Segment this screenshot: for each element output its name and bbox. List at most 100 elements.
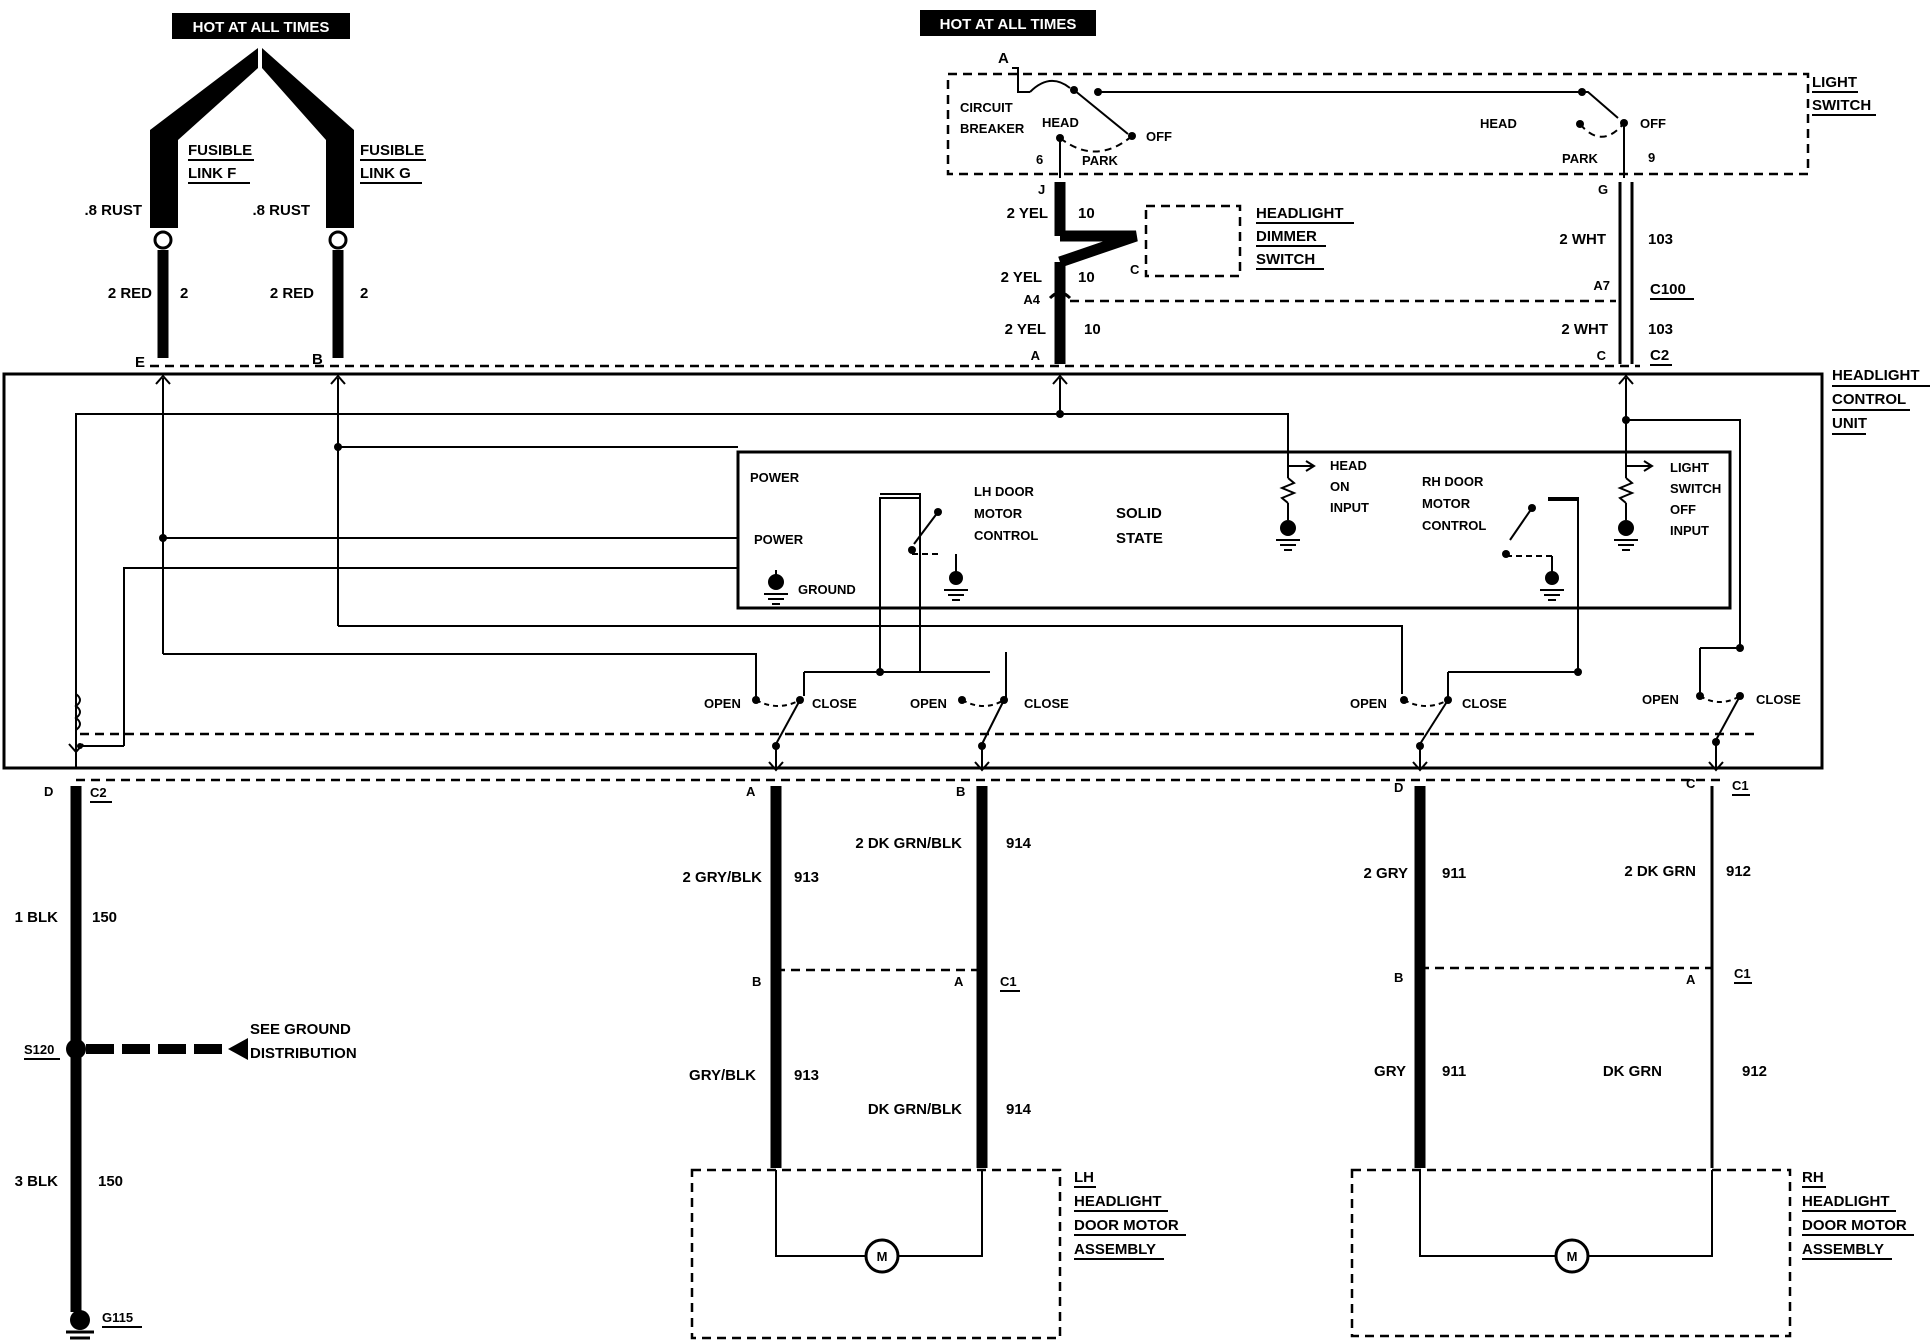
svg-text:SWITCH: SWITCH — [1670, 481, 1721, 496]
svg-text:1 BLK: 1 BLK — [15, 909, 59, 926]
ground-light-input-icon — [1618, 520, 1634, 536]
light-off-resistor — [1617, 477, 1635, 504]
svg-text:DIMMER: DIMMER — [1256, 228, 1317, 245]
svg-text:CLOSE: CLOSE — [1024, 696, 1069, 711]
svg-text:C: C — [1686, 776, 1696, 791]
power-label-1: POWER — [750, 470, 800, 485]
relay-2: OPEN CLOSE — [910, 696, 1069, 772]
svg-text:10: 10 — [1084, 321, 1101, 338]
ground-head-input-icon — [1280, 520, 1296, 536]
lh-motor-assembly-box — [690, 1168, 1062, 1340]
ground-lh-control-icon — [949, 571, 963, 585]
svg-text:103: 103 — [1648, 231, 1673, 248]
svg-text:G115: G115 — [102, 1310, 133, 1325]
svg-text:HEADLIGHT: HEADLIGHT — [1802, 1193, 1890, 1210]
svg-text:911: 911 — [1442, 1063, 1466, 1080]
svg-text:D: D — [1394, 780, 1403, 795]
head-left-label: HEAD — [1042, 115, 1079, 130]
svg-text:INPUT: INPUT — [1330, 500, 1369, 515]
svg-text:ASSEMBLY: ASSEMBLY — [1802, 1241, 1884, 1258]
svg-text:912: 912 — [1742, 1063, 1767, 1080]
wire-label-red-f: 2 RED — [108, 285, 152, 302]
svg-text:C: C — [1130, 262, 1140, 277]
rh-motor-assembly-title: RH — [1802, 1169, 1824, 1186]
ground-g115-icon — [70, 1310, 90, 1330]
terminal-a: A — [998, 50, 1009, 67]
svg-text:C1: C1 — [1000, 974, 1017, 989]
coil-ground-relay — [74, 693, 81, 731]
svg-text:OPEN: OPEN — [1350, 696, 1387, 711]
svg-text:913: 913 — [794, 1067, 819, 1084]
fusible-link-f-label: FUSIBLE — [188, 142, 252, 159]
wire-label-red-g: 2 RED — [270, 285, 314, 302]
svg-text:CLOSE: CLOSE — [1462, 696, 1507, 711]
off-left-label: OFF — [1146, 129, 1172, 144]
svg-text:C1: C1 — [1732, 778, 1749, 793]
ground-solid-state-icon — [768, 574, 784, 590]
svg-text:A: A — [1031, 348, 1041, 363]
fusible-link-g-label: FUSIBLE — [360, 142, 424, 159]
svg-text:SWITCH: SWITCH — [1256, 251, 1315, 268]
svg-text:3 BLK: 3 BLK — [15, 1173, 59, 1190]
svg-text:SWITCH: SWITCH — [1812, 97, 1871, 114]
rh-motor-icon — [1554, 1238, 1590, 1274]
wire-gauge-g: .8 RUST — [252, 202, 310, 219]
svg-text:2 YEL: 2 YEL — [1007, 205, 1048, 222]
svg-text:STATE: STATE — [1116, 530, 1163, 547]
head-on-resistor — [1279, 477, 1297, 504]
park-right-label: PARK — [1562, 151, 1598, 166]
svg-text:CONTROL: CONTROL — [974, 528, 1038, 543]
relay-3: OPEN CLOSE — [1350, 696, 1507, 772]
off-right-label: OFF — [1640, 116, 1666, 131]
lh-motor-icon — [864, 1238, 900, 1274]
dimmer-switch-title: HEADLIGHT — [1256, 205, 1344, 222]
svg-text:2: 2 — [360, 285, 368, 302]
relay-4: OPEN CLOSE — [1642, 692, 1801, 772]
svg-text:INPUT: INPUT — [1670, 523, 1709, 538]
svg-text:2 WHT: 2 WHT — [1559, 231, 1606, 248]
svg-text:MOTOR: MOTOR — [974, 506, 1023, 521]
svg-text:CLOSE: CLOSE — [812, 696, 857, 711]
svg-text:10: 10 — [1078, 205, 1095, 222]
svg-text:C1: C1 — [1734, 966, 1751, 981]
svg-text:CONTROL: CONTROL — [1422, 518, 1486, 533]
rh-motor-assembly-box — [1350, 1168, 1792, 1338]
fusible-link-f — [150, 48, 258, 228]
ground-label: GROUND — [798, 582, 856, 597]
splice-s120 — [66, 1039, 86, 1059]
headlight-control-unit-box — [2, 372, 1824, 770]
svg-text:2 DK GRN/BLK: 2 DK GRN/BLK — [855, 835, 962, 852]
svg-text:DOOR MOTOR: DOOR MOTOR — [1074, 1217, 1179, 1234]
fusible-link-g-terminal — [328, 230, 348, 250]
ground-rh-control-icon — [1545, 571, 1559, 585]
light-switch-title: LIGHT — [1812, 74, 1857, 91]
svg-text:GRY/BLK: GRY/BLK — [689, 1067, 756, 1084]
fusible-link-f-terminal — [153, 230, 173, 250]
svg-text:HEADLIGHT: HEADLIGHT — [1074, 1193, 1162, 1210]
svg-text:DOOR MOTOR: DOOR MOTOR — [1802, 1217, 1907, 1234]
svg-text:OPEN: OPEN — [910, 696, 947, 711]
svg-text:OPEN: OPEN — [704, 696, 741, 711]
svg-text:DK GRN/BLK: DK GRN/BLK — [868, 1101, 962, 1118]
head-right-label: HEAD — [1480, 116, 1517, 131]
svg-text:D: D — [44, 784, 53, 799]
svg-text:CLOSE: CLOSE — [1756, 692, 1801, 707]
svg-text:2 YEL: 2 YEL — [1005, 321, 1046, 338]
hot-tag-left: HOT AT ALL TIMES — [172, 13, 350, 39]
svg-text:B: B — [956, 784, 965, 799]
head-on-input-label: HEAD — [1330, 458, 1367, 473]
svg-text:C2: C2 — [1650, 347, 1669, 364]
svg-text:G: G — [1598, 182, 1608, 197]
svg-text:150: 150 — [98, 1173, 123, 1190]
svg-text:ASSEMBLY: ASSEMBLY — [1074, 1241, 1156, 1258]
svg-text:9: 9 — [1648, 150, 1655, 165]
pin-b: B — [312, 351, 323, 368]
rh-door-motor-control-label: RH DOOR — [1422, 474, 1484, 489]
svg-text:914: 914 — [1006, 835, 1032, 852]
svg-text:ON: ON — [1330, 479, 1350, 494]
svg-text:B: B — [752, 974, 761, 989]
svg-text:DISTRIBUTION: DISTRIBUTION — [250, 1045, 357, 1062]
svg-text:LINK F: LINK F — [188, 165, 236, 182]
svg-text:M: M — [1567, 1249, 1578, 1264]
svg-text:B: B — [1394, 970, 1403, 985]
